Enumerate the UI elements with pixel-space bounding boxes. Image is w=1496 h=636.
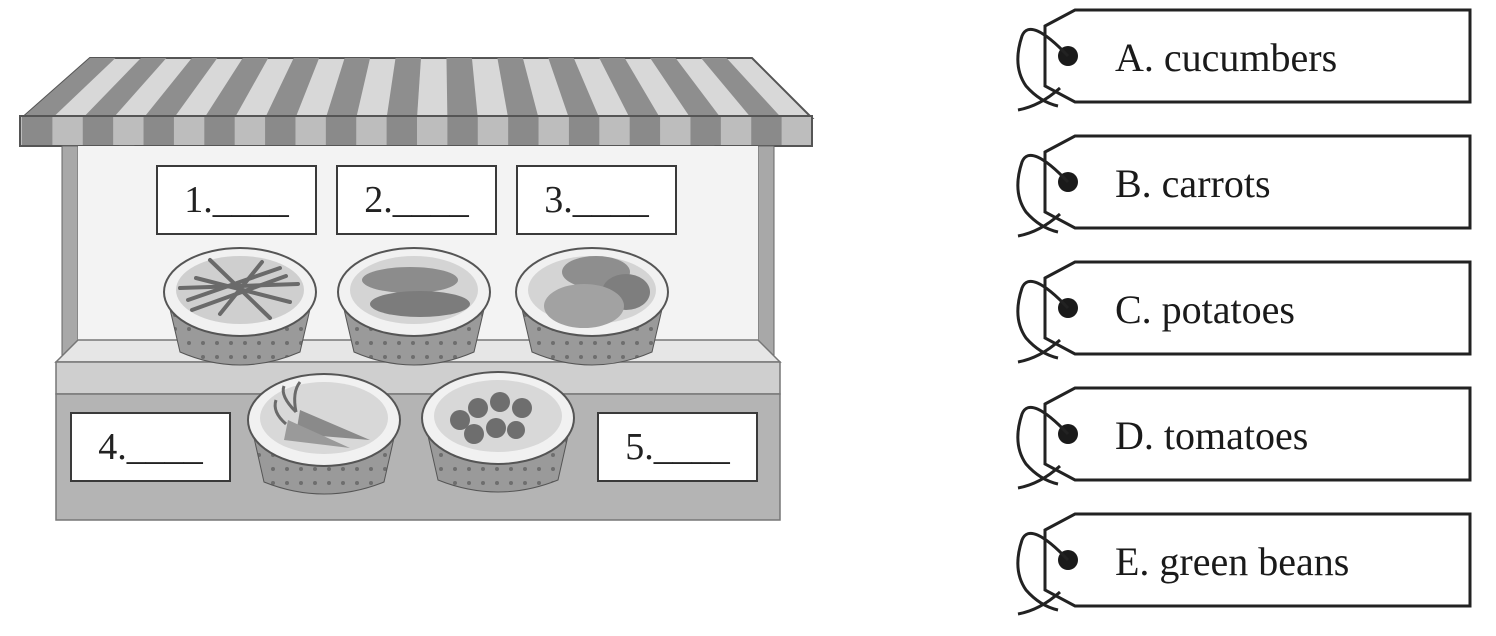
- tag-label: D. tomatoes: [1115, 413, 1309, 458]
- tag-label: E. green beans: [1115, 539, 1350, 584]
- tag-shape-icon: [1016, 260, 1472, 364]
- tag-label: C. potatoes: [1115, 287, 1295, 332]
- tag-shape-icon: [1016, 512, 1472, 616]
- blank-1[interactable]: 1.____: [156, 165, 317, 235]
- bowl-carrots: [247, 373, 401, 495]
- tag-d[interactable]: D. tomatoes: [1000, 384, 1480, 494]
- answer-tags: A. cucumbers B. carrots C. potatoes D. t…: [1000, 0, 1496, 636]
- bowl-potatoes: [515, 247, 669, 366]
- tag-a[interactable]: A. cucumbers: [1000, 6, 1480, 116]
- tag-shape-icon: [1016, 134, 1472, 238]
- bowl-tomatoes: [421, 371, 575, 493]
- blank-4[interactable]: 4.____: [70, 412, 231, 482]
- bowl-green-beans: [163, 247, 317, 366]
- tag-b[interactable]: B. carrots: [1000, 132, 1480, 242]
- blank-2[interactable]: 2.____: [336, 165, 497, 235]
- tag-shape-icon: [1016, 8, 1472, 112]
- tag-e[interactable]: E. green beans: [1000, 510, 1480, 620]
- tag-label: B. carrots: [1115, 161, 1271, 206]
- tag-shape-icon: [1016, 386, 1472, 490]
- blank-3[interactable]: 3.____: [516, 165, 677, 235]
- tag-c[interactable]: C. potatoes: [1000, 258, 1480, 368]
- blank-5[interactable]: 5.____: [597, 412, 758, 482]
- bowl-cucumbers: [337, 247, 491, 366]
- striped-awning: [19, 57, 815, 147]
- tag-label: A. cucumbers: [1115, 35, 1338, 80]
